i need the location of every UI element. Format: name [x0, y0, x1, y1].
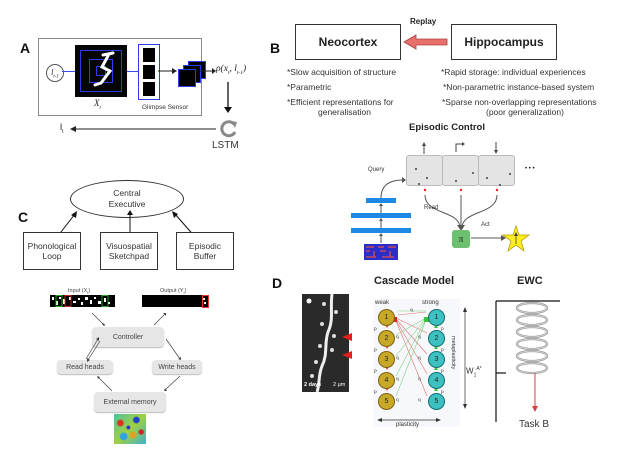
neocortex-box: Neocortex [295, 24, 401, 60]
query-label: Query [368, 167, 385, 173]
ntm-output-sequence [142, 295, 209, 308]
hippocampus-note-4: (poor generalization) [486, 107, 564, 117]
recurrent-icon [220, 120, 237, 138]
svg-text:q: q [418, 355, 421, 361]
policy-node: π [452, 230, 470, 248]
visuospatial-sketchpad-box: Visuospatial Sketchpad [100, 232, 158, 270]
micrograph-scale: 2 μm [333, 382, 346, 388]
strong-node-4: 4 [428, 372, 445, 389]
panel-a-letter: A [20, 40, 31, 56]
svg-text:q: q [396, 334, 399, 340]
memory-buffer-1 [406, 155, 443, 186]
hippocampus-note-2: *Non-parametric instance-based system [443, 82, 595, 92]
episodic-control-title: Episodic Control [409, 122, 485, 133]
metaplasticity-label: metaplasticity [450, 336, 456, 370]
ewc-spring-diagram [495, 300, 560, 422]
replay-label: Replay [410, 17, 437, 26]
svg-text:p: p [441, 347, 444, 353]
ntm-output-label: Output (Yt) [160, 288, 187, 296]
cascade-model-title: Cascade Model [374, 275, 455, 287]
memory-heatmap [114, 414, 146, 444]
glimpse-arrow [158, 68, 177, 74]
read-label: Read [424, 205, 439, 211]
svg-text:q: q [396, 397, 399, 403]
glimpse-sensor-label: Glimpse Sensor [142, 104, 189, 111]
hippocampus-note-1: *Rapid storage: individual experiences [441, 67, 586, 77]
hippocampus-note-3: *Sparse non-overlapping representations [442, 97, 597, 107]
more-buffers-ellipsis: • • • [525, 166, 535, 172]
down-arrow [224, 82, 232, 113]
location-node: lt-1 [46, 64, 64, 82]
read-heads-box: Read heads [57, 360, 113, 374]
spine-markers [342, 333, 352, 359]
micrograph-time: 2 days [304, 382, 322, 388]
external-memory-box: External memory [94, 392, 166, 412]
svg-text:p: p [441, 389, 444, 395]
dendrite-micrograph: 2 days 2 μm [302, 293, 349, 393]
neocortex-note-3: *Efficient representations for [287, 97, 394, 107]
task-b-label: Task B [519, 419, 550, 430]
svg-text:p: p [374, 347, 377, 353]
svg-text:p: p [374, 368, 377, 374]
svg-text:q: q [396, 355, 399, 361]
ewc-title: EWC [517, 275, 543, 287]
controller-box: Controller [92, 327, 164, 347]
weak-node-1: 1 [378, 309, 395, 326]
panel-b-letter: B [270, 40, 281, 56]
ntm-input-sequence [50, 295, 115, 307]
panel-d-letter: D [272, 275, 283, 291]
svg-text:p: p [441, 326, 444, 332]
hippocampus-box: Hippocampus [451, 24, 557, 60]
strong-label: strong [422, 300, 439, 306]
weight-label: W1A* [466, 366, 482, 379]
weak-node-4: 4 [378, 372, 395, 389]
plasticity-label: plasticity [396, 422, 420, 428]
svg-text:q: q [418, 376, 421, 382]
central-executive: Central Executive [70, 180, 184, 218]
output-arrow [70, 126, 216, 132]
svg-text:q: q [396, 376, 399, 382]
input-digit-image [75, 45, 127, 97]
glimpse-representation-label: ρ(xt, lt-1) [216, 64, 247, 76]
ntm-arrows [85, 312, 181, 392]
strong-node-5: 5 [428, 393, 445, 410]
strong-node-1: 1 [428, 309, 445, 326]
rho-arrow [200, 68, 216, 74]
strong-node-2: 2 [428, 330, 445, 347]
weak-label: weak [375, 300, 390, 306]
phonological-loop-box: Phonological Loop [23, 232, 81, 270]
panel-c-letter: C [18, 209, 29, 225]
image-label: Xt [94, 98, 101, 111]
neocortex-note-1: *Slow acquisition of structure [287, 67, 397, 77]
replay-arrow [403, 34, 448, 50]
act-label: Act [481, 222, 490, 228]
svg-text:p: p [374, 389, 377, 395]
memory-buffer-2 [442, 155, 479, 186]
strong-node-3: 3 [428, 351, 445, 368]
neocortex-note-2: *Parametric [287, 82, 332, 92]
digit-glyph [93, 51, 115, 87]
memory-buffer-3 [478, 155, 515, 186]
write-heads-box: Write heads [152, 360, 202, 374]
neocortex-note-4: generalisation [318, 107, 371, 117]
svg-text:q: q [418, 334, 421, 340]
glimpse-stack [178, 61, 208, 87]
svg-text:q: q [418, 397, 421, 403]
ntm-input-label: Input (Xt) [68, 288, 91, 296]
glimpse-patches [138, 44, 160, 100]
svg-text:p: p [374, 326, 377, 332]
episodic-control-graph [351, 142, 531, 260]
weak-node-5: 5 [378, 393, 395, 410]
svg-text:p: p [441, 368, 444, 374]
svg-text:q: q [410, 307, 413, 313]
episodic-buffer-box: Episodic Buffer [176, 232, 234, 270]
weak-node-2: 2 [378, 330, 395, 347]
output-location-label: lt [60, 122, 64, 135]
weak-node-3: 3 [378, 351, 395, 368]
lstm-label: LSTM [212, 140, 239, 151]
